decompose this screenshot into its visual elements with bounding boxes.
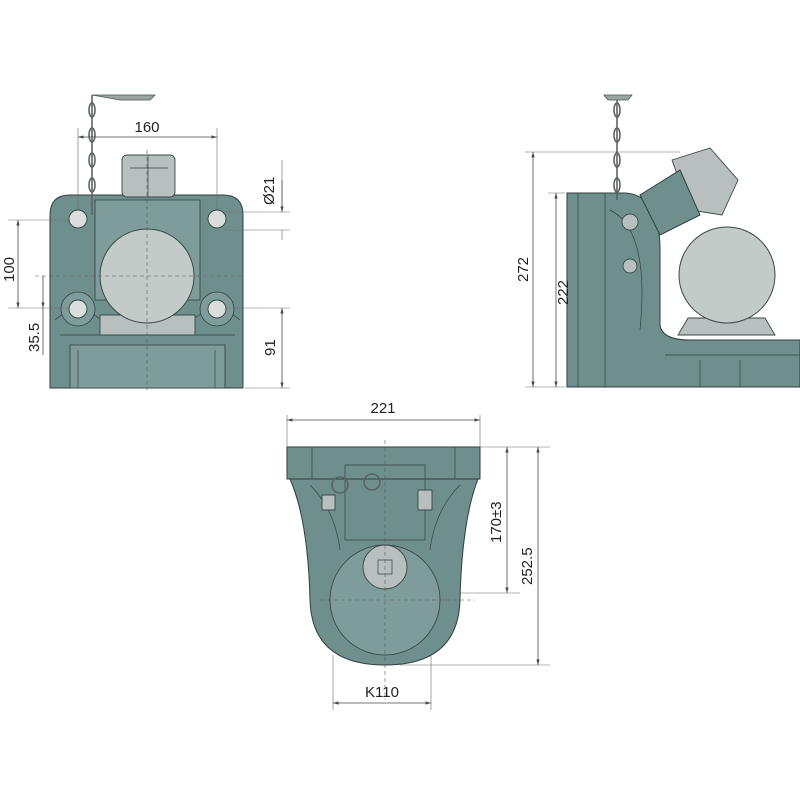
front-view: 160 Ø21 100 35.5 91 [1, 94, 290, 390]
bottom-view: 221 170±3 252.5 K110 [286, 400, 550, 710]
side-coupling-ball [678, 226, 776, 324]
dim-k110-label: K110 [365, 684, 399, 701]
dim-35-5-label: 35.5 [26, 323, 43, 352]
hole-icon [207, 299, 227, 319]
side-body [566, 192, 800, 388]
hole-icon [68, 209, 88, 229]
locking-cap [121, 154, 176, 198]
dim-100-label: 100 [1, 257, 18, 282]
front-lower-block [69, 344, 226, 389]
mounting-holes [60, 209, 235, 327]
bottom-top-plate [286, 446, 481, 480]
dim-d21-label: Ø21 [261, 177, 278, 205]
dim-170-label: 170±3 [488, 501, 505, 543]
dim-222-label: 222 [555, 280, 572, 305]
locking-pin-icon [321, 473, 433, 511]
dim-160-label: 160 [134, 119, 159, 136]
dim-91-label: 91 [262, 339, 279, 356]
dim-252-5-label: 252.5 [519, 547, 536, 585]
dim-221-label: 221 [370, 400, 395, 417]
chain-icon [603, 94, 633, 200]
chain-icon [88, 94, 156, 215]
side-view: 272 222 [515, 94, 800, 388]
dim-272-label: 272 [515, 257, 532, 282]
hole-icon [207, 209, 227, 229]
hole-icon [68, 299, 88, 319]
